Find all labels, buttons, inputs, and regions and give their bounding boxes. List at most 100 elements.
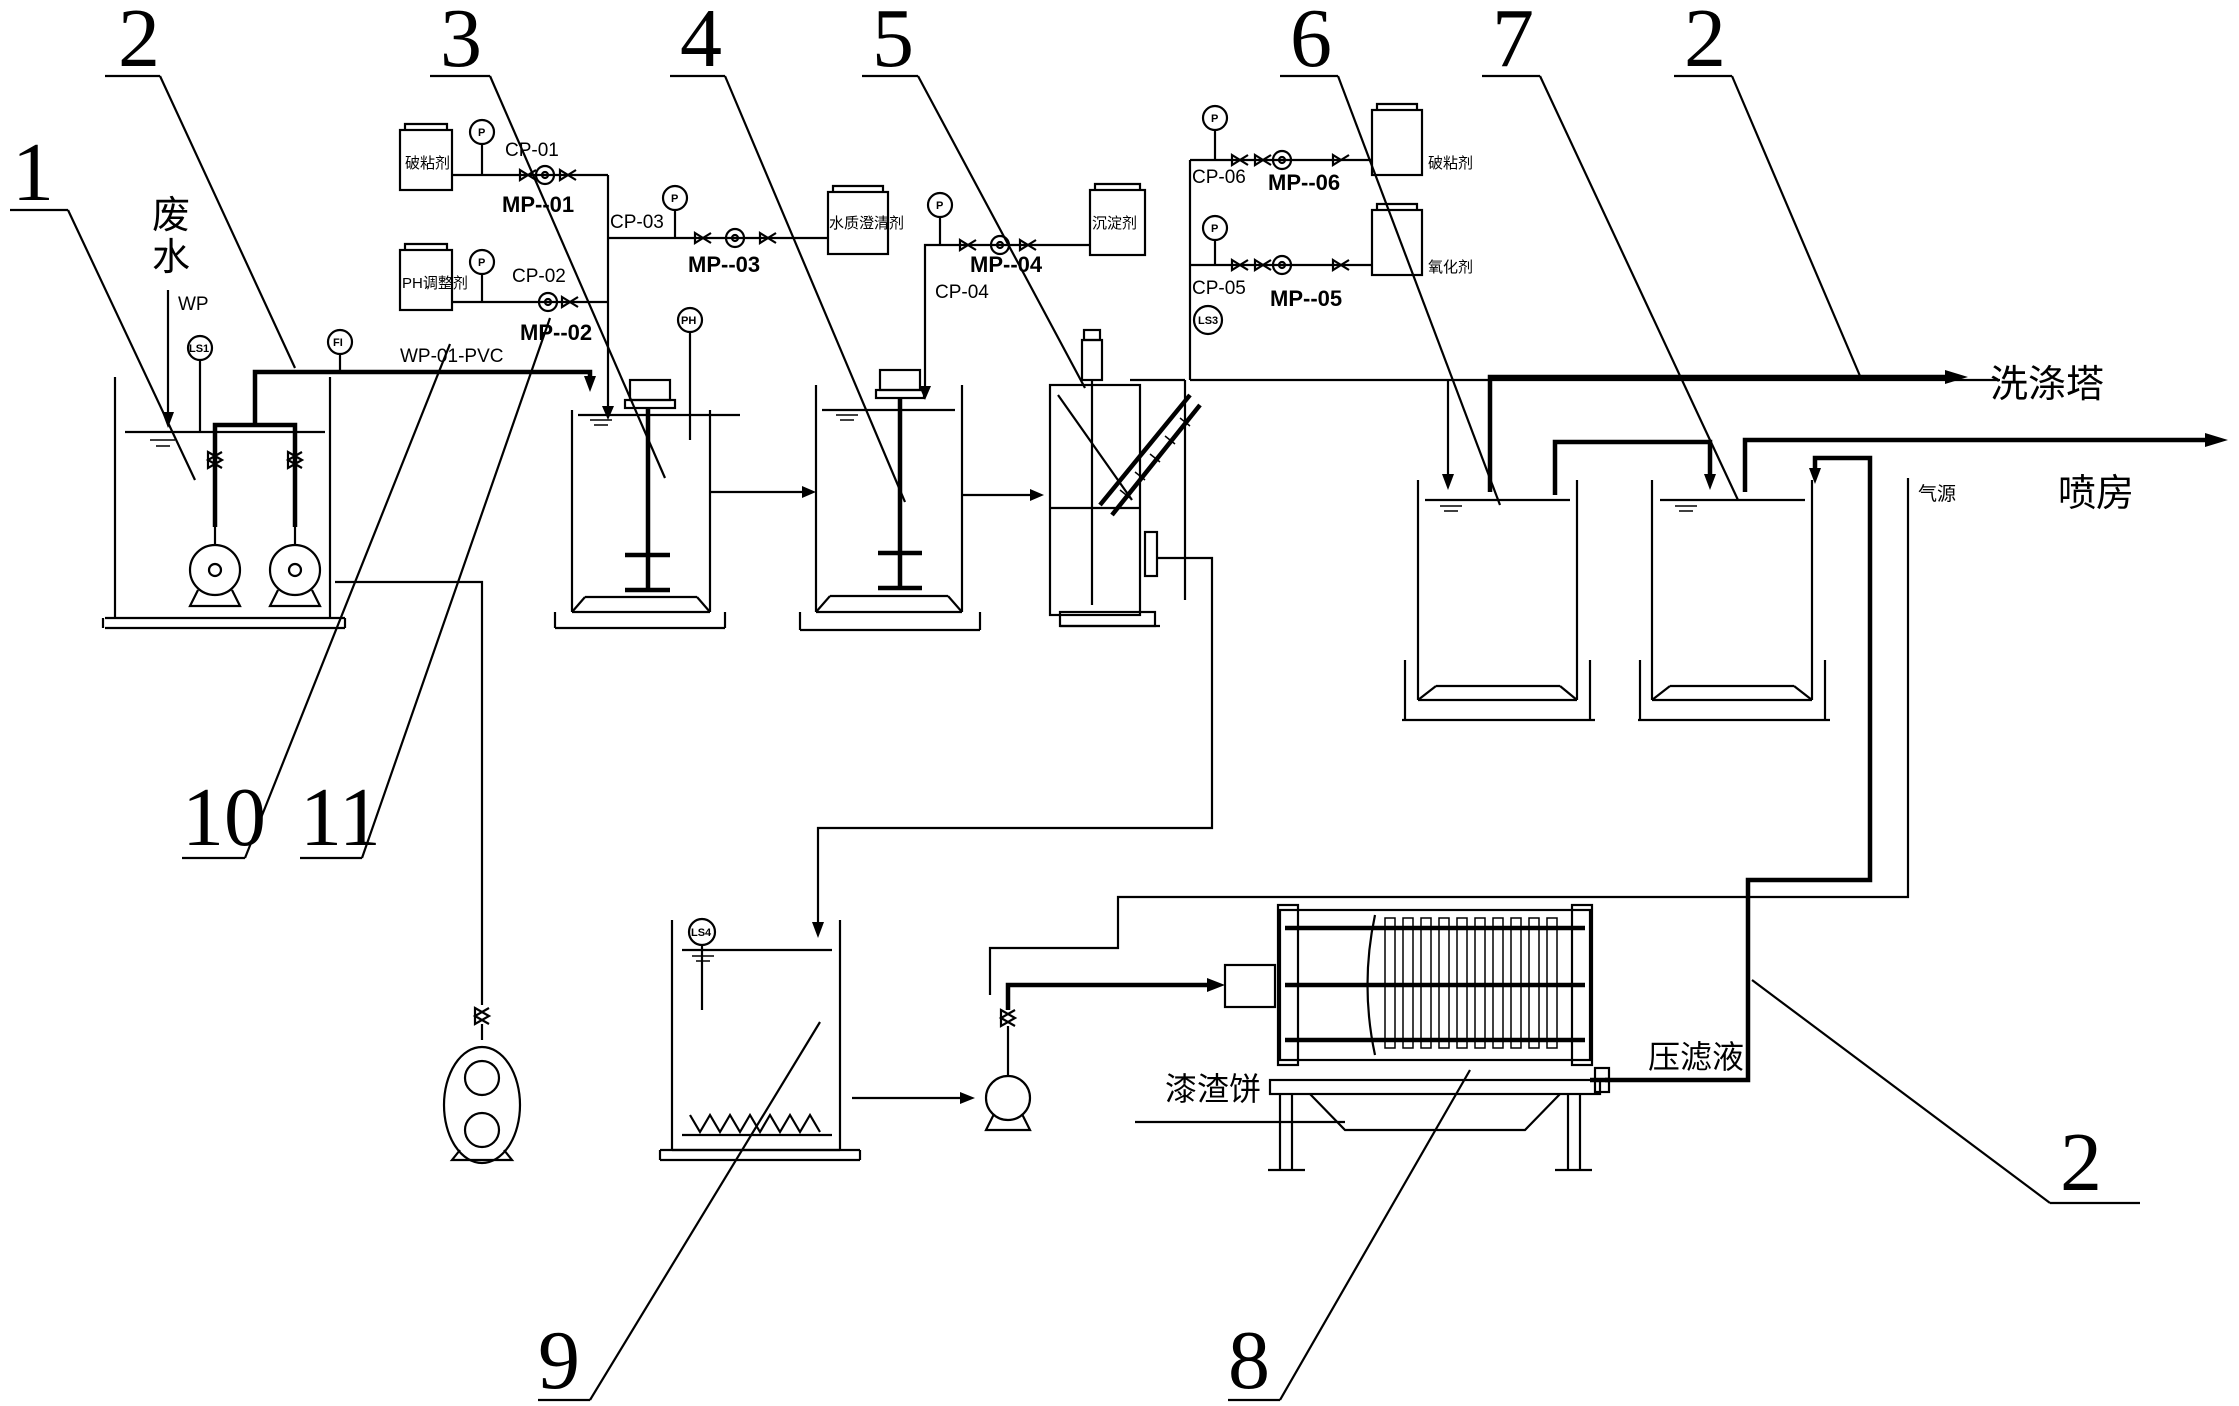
gauge-label: P <box>936 200 943 212</box>
spray-booth-label: 喷房 <box>2058 473 2134 515</box>
transfer-line-4-5 <box>962 489 1044 501</box>
level-switch-icon <box>1192 304 1224 336</box>
scrubber-label: 洗涤塔 <box>1990 364 2104 406</box>
line-label: MP--02 <box>520 320 592 345</box>
tank-label: 破粘剂 <box>405 155 450 172</box>
valve-icon <box>1230 258 1249 272</box>
callout-4: 4 <box>670 0 907 503</box>
line-label: CP-05 <box>1192 278 1246 299</box>
flocculation-tank-4: P MP--04 CP-04 沉淀剂 <box>798 182 1147 632</box>
metering-pump-icon <box>1271 254 1293 276</box>
paint-cake-label: 漆渣饼 <box>1165 1071 1261 1107</box>
valve-icon <box>1331 153 1350 167</box>
valve-icon <box>518 168 537 182</box>
line-label: CP-02 <box>512 266 566 287</box>
valve-icon <box>1230 153 1249 167</box>
agitator-icon <box>874 368 926 591</box>
feed-pump-icon <box>984 1074 1032 1132</box>
chemical-tank <box>1370 102 1424 177</box>
valve-icon <box>958 238 977 252</box>
chemical-tank: 沉淀剂 <box>1088 182 1147 257</box>
valve-icon <box>1018 238 1037 252</box>
callout-number: 2 <box>2060 1116 2102 1209</box>
line-label: MP--05 <box>1270 286 1342 311</box>
callout-5: 5 <box>862 0 1086 389</box>
callout-2-right-bottom: 2 <box>1751 979 2140 1209</box>
dosing-group-left: 破粘剂 P CP-01 MP--01 PH调整剂 P CP-02 MP--02 … <box>398 118 904 420</box>
metering-pump-icon <box>537 291 559 313</box>
dosing-group-right: LS3 P CP-06 MP--06 破粘剂 P CP-05 MP--05 <box>1188 102 2000 382</box>
wastewater-collection-tank: 废 水 WP LS1 <box>101 195 347 630</box>
filter-feed-line <box>852 978 1225 1132</box>
pump-icon <box>188 543 242 608</box>
tank-6 <box>1402 480 1595 722</box>
line-label: MP--06 <box>1268 170 1340 195</box>
wastewater-label: 废 <box>152 195 190 237</box>
callout-number: 5 <box>872 0 914 85</box>
feed-line-wp-01: FI WP-01-PVC <box>252 328 596 392</box>
line-label: MP--01 <box>502 192 574 217</box>
callout-6: 6 <box>1280 0 1502 506</box>
air-source-label: 气源 <box>1918 483 1956 505</box>
transfer-line-3-4 <box>710 486 816 498</box>
callout-number: 2 <box>118 0 160 85</box>
line-label: MP--03 <box>688 252 760 277</box>
tank-label: 沉淀剂 <box>1092 215 1137 232</box>
drive-motor-icon <box>1080 328 1104 605</box>
callout-number: 6 <box>1290 0 1332 85</box>
diffuser-icon <box>689 1112 821 1135</box>
sludge-tank-9: LS4 <box>658 917 862 1162</box>
chemical-tank <box>1370 202 1424 277</box>
callout-7: 7 <box>1482 0 1739 501</box>
callout-2-left: 2 <box>105 0 296 369</box>
callout-number: 8 <box>1228 1314 1270 1406</box>
outlet-lines: 洗涤塔 喷房 气源 <box>1442 364 2228 515</box>
chemical-tank: 破粘剂 <box>398 122 454 192</box>
callout-8: 8 <box>1228 1069 1471 1406</box>
callout-10: 10 <box>182 343 452 864</box>
line-label: CP-01 <box>505 140 559 161</box>
line-label: CP-04 <box>935 282 989 303</box>
pump-icon <box>268 543 322 608</box>
valve-icon <box>205 450 225 470</box>
reaction-tank-3: PH <box>553 306 740 630</box>
filtrate-return-line: 压滤液 <box>1605 455 1873 1083</box>
callout-11: 11 <box>300 317 552 864</box>
callout-number: 4 <box>680 0 722 85</box>
tank-label: 水质澄清剂 <box>829 215 904 232</box>
tank-label: 破粘剂 <box>1428 155 1473 172</box>
valve-icon <box>998 1008 1018 1028</box>
callout-number: 3 <box>440 0 482 85</box>
callout-number: 7 <box>1492 0 1534 85</box>
valve-icon <box>558 168 577 182</box>
valve-icon <box>285 450 305 470</box>
metering-pump-icon <box>1271 149 1293 171</box>
line-label: CP-03 <box>610 212 664 233</box>
filter-press-8: 漆渣饼 <box>1135 903 1611 1172</box>
callout-number: 11 <box>300 771 381 864</box>
pipe-label: WP-01-PVC <box>400 346 503 367</box>
agitator-icon <box>623 378 677 593</box>
chemical-tank: PH调整剂 <box>398 242 468 312</box>
valve-icon <box>1253 153 1272 167</box>
drain-line <box>335 580 522 1165</box>
gauge-label: P <box>478 257 485 269</box>
scraper-conveyor-icon <box>1098 393 1202 517</box>
valve-icon <box>1331 258 1350 272</box>
valve-icon <box>693 231 712 245</box>
wastewater-label: 水 <box>152 237 190 279</box>
metering-pump-icon <box>989 234 1011 256</box>
callout-2-right-top: 2 <box>1674 0 1862 377</box>
gauge-label: PH <box>681 315 696 327</box>
gauge-label: P <box>671 193 678 205</box>
valve-icon <box>560 295 579 309</box>
tank-label: PH调整剂 <box>402 275 468 292</box>
gauge-label: LS1 <box>189 343 209 355</box>
tank-7 <box>1638 480 1830 722</box>
line-label: CP-06 <box>1192 167 1246 188</box>
callout-number: 9 <box>538 1314 580 1406</box>
gauge-label: P <box>1211 113 1218 125</box>
filtrate-label: 压滤液 <box>1648 1039 1744 1075</box>
valve-icon <box>1253 258 1272 272</box>
